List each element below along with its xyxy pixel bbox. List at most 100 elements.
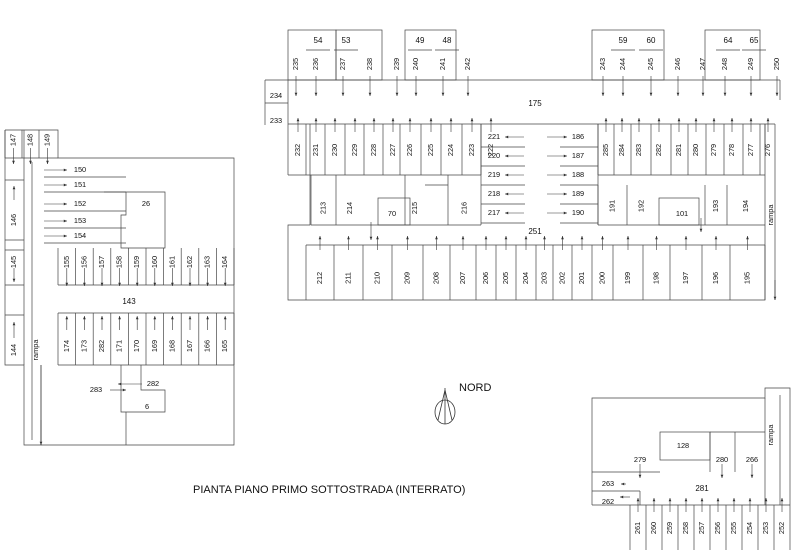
space-number: 155 [62,256,71,268]
space-number: 159 [132,256,141,268]
space-number: 169 [150,340,159,352]
space-number: 153 [74,216,86,225]
space-number: 197 [681,272,690,284]
space-number: 239 [392,58,401,70]
space-number: 212 [315,272,324,284]
arrow-icon [135,316,139,330]
space-number: 233 [270,116,282,125]
arrow-icon [505,135,524,139]
arrow-icon [489,118,493,132]
arrow-icon [39,420,43,445]
space-number: 217 [488,208,500,217]
space-number: 190 [572,208,584,217]
arrow-icon [638,464,642,478]
arrow-icon [449,118,453,132]
walls [4,29,791,550]
space-number: 224 [446,144,455,156]
arrow-icon [712,118,716,132]
arrow-icon [341,76,345,96]
space-number: 209 [402,272,411,284]
arrow-icon [701,76,705,96]
space-number: 173 [79,340,88,352]
arrow-icon [347,236,350,250]
arrow-icon [318,236,322,250]
space-number: 193 [711,200,720,212]
arrow-icon [466,76,470,96]
arrow-icon [294,76,298,96]
space-number: 189 [572,189,584,198]
arrow-icon [369,222,373,240]
space-number: 198 [651,272,660,284]
space-number: 196 [711,272,720,284]
space-number: 280 [691,144,700,156]
arrow-icon [730,118,734,132]
arrow-icon [749,118,753,132]
corridor-label: 175 [528,99,542,108]
arrow-icon [580,236,584,250]
arrow-icon [620,495,630,499]
arrow-icon [376,236,379,250]
arrow-icon [620,118,624,132]
space-number: 215 [410,202,419,214]
arrow-icon [547,135,567,139]
arrow-icon [764,498,768,512]
space-number: 276 [763,144,772,156]
corridor-label: 251 [528,227,542,236]
space-number: 144 [9,344,18,356]
arrow-icon [372,118,376,132]
arrow-icon [766,118,770,132]
arrow-icon [684,236,688,250]
corridor-label: 281 [695,484,709,493]
wall-line [120,365,166,413]
space-number: 220 [488,151,500,160]
space-number: 205 [501,272,510,284]
arrow-icon [723,76,727,96]
arrow-icon [65,316,69,330]
arrow-icon [601,76,605,96]
space-number: 282 [97,340,106,352]
space-number: 151 [74,180,86,189]
arrow-icon [657,118,661,132]
space-number: 202 [557,272,566,284]
space-number: 229 [350,144,359,156]
space-number: 249 [746,58,755,70]
space-number: 207 [458,272,467,284]
arrow-icon [780,498,784,512]
space-number: 170 [132,340,141,352]
ramp-label: rampa [766,204,775,226]
arrow-icon [441,76,445,96]
space-number: 242 [463,58,472,70]
arrow-icon [470,118,474,132]
arrow-icon [435,236,438,250]
space-number: 258 [681,522,690,534]
space-number: 192 [636,200,645,212]
space-number: 128 [677,441,689,450]
wall-line [265,79,289,124]
space-number: 216 [459,202,468,214]
arrow-icon [206,316,209,330]
space-number: 208 [431,272,440,284]
arrow-icon [391,118,395,132]
space-number: 230 [330,144,339,156]
space-number: 222 [486,144,495,156]
space-number: 261 [633,522,642,534]
space-number: 203 [539,272,548,284]
arrow-icon [100,268,104,286]
arrow-icon [153,316,157,330]
wall-rect [287,29,337,81]
space-number: 210 [372,272,381,284]
arrow-icon [748,498,752,512]
arrow-icon [636,498,640,512]
space-number: 226 [405,144,414,156]
space-number: 254 [745,522,754,534]
space-number: 266 [746,455,758,464]
arrow-icon [314,76,318,96]
arrow-icon [12,268,16,282]
space-number: 234 [270,91,282,100]
arrow-icon [649,76,653,96]
arrow-icon [775,76,779,96]
space-number: 213 [318,202,327,214]
space-number: 186 [572,132,584,141]
space-number: 255 [729,522,738,534]
space-number: 146 [9,214,18,226]
